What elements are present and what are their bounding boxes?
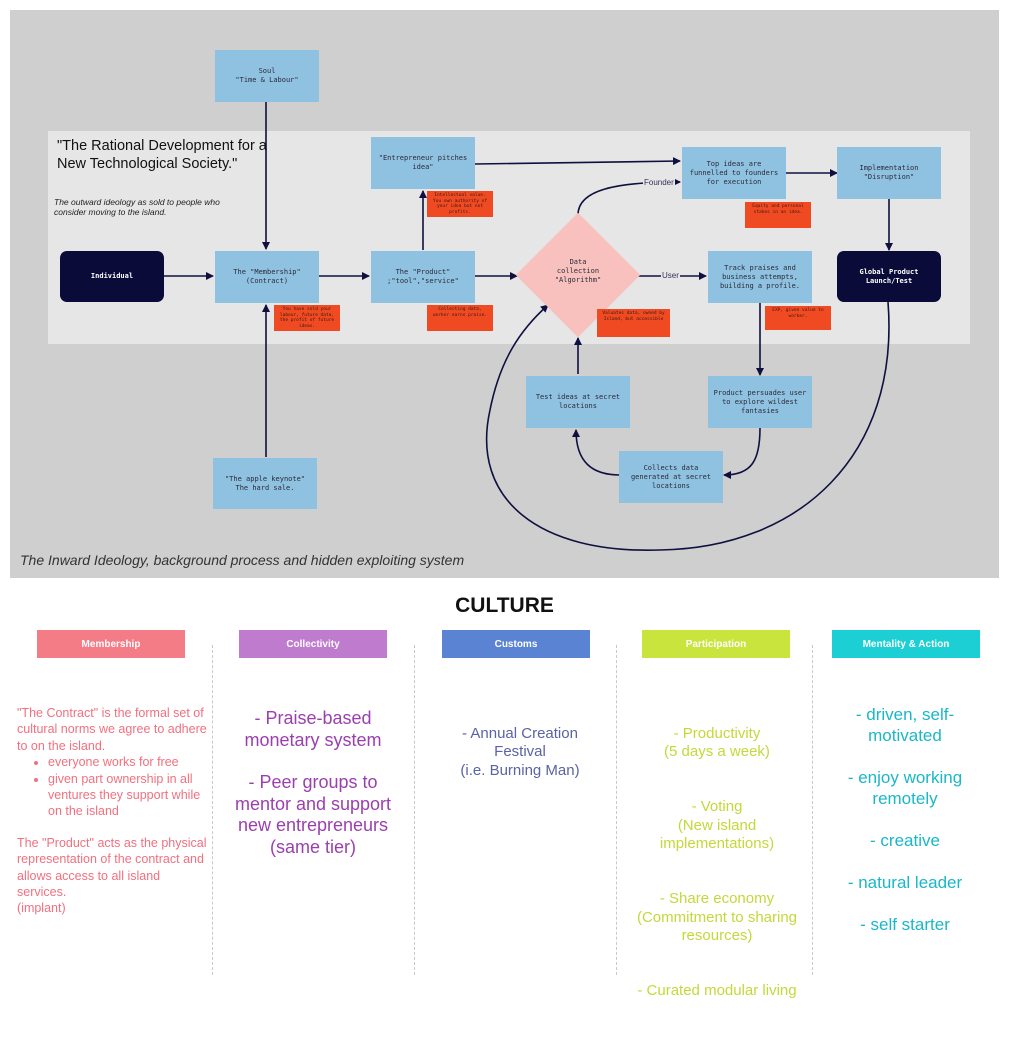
node-entrepreneur[interactable]: "Entrepreneur pitches idea" <box>371 137 475 189</box>
node-test-ideas[interactable]: Test ideas at secret locations <box>526 376 630 428</box>
mentality-item: - driven, self-motivated <box>855 705 955 745</box>
customs-column-body: - Annual Creation Festival (i.e. Burning… <box>436 706 604 820</box>
node-persuades[interactable]: Product persuades user to explore wildes… <box>708 376 812 428</box>
header-participation: Participation <box>642 630 790 658</box>
node-membership[interactable]: The "Membership" (Contract) <box>215 251 319 303</box>
header-collectivity: Collectivity <box>239 630 387 658</box>
inward-ideology-caption: The Inward Ideology, background process … <box>20 552 465 568</box>
edge-label-founder: Founder <box>643 178 675 188</box>
header-membership: Membership <box>37 630 185 658</box>
customs-item: - Annual Creation Festival (i.e. Burning… <box>460 724 580 779</box>
outward-ideology-subtitle: The outward ideology as sold to people w… <box>54 197 220 217</box>
membership-bullet: given part ownership in all ventures the… <box>48 771 209 820</box>
data-collection-label: Data collection "Algorithm" <box>554 258 602 284</box>
mentality-item: - self starter <box>860 915 950 934</box>
node-soul[interactable]: Soul "Time & Labour" <box>215 50 319 102</box>
collectivity-item: - Peer groups to mentor and support new … <box>234 772 392 857</box>
participation-item: - Share economy (Commitment to sharing r… <box>636 890 798 944</box>
participation-column-body: - Productivity (5 days a week) - Voting … <box>624 706 810 1040</box>
node-global-launch[interactable]: Global Product Launch/Test <box>837 251 941 302</box>
header-mentality: Mentality & Action <box>832 630 980 658</box>
column-divider <box>812 645 813 975</box>
edge-entrepreneur-topideas <box>474 157 681 166</box>
membership-product-text: The "Product" acts as the physical repre… <box>17 835 207 900</box>
mentality-item: - creative <box>870 831 940 850</box>
edge-persuades-collects <box>723 427 761 479</box>
mentality-item: - natural leader <box>847 873 963 892</box>
collectivity-item: - Praise-based monetary system <box>244 708 382 750</box>
node-individual[interactable]: Individual <box>60 251 164 302</box>
note-top-ideas: Equity and personal stakes in an idea. <box>745 202 811 228</box>
membership-bullets: everyone works for free given part owner… <box>17 754 209 820</box>
node-implementation[interactable]: Implementation "Disruption" <box>837 147 941 199</box>
mentality-item: - enjoy working remotely <box>847 768 963 808</box>
note-data: Valuates data, owned by Island, but acce… <box>597 309 670 337</box>
participation-item: - Productivity (5 days a week) <box>664 724 770 761</box>
note-product: Collecting data, worker earns praise. <box>427 305 493 331</box>
column-divider <box>616 645 617 975</box>
note-track: EXP, given value to worker. <box>765 306 831 330</box>
membership-column-body: "The Contract" is the formal set of cult… <box>17 705 209 917</box>
node-top-ideas[interactable]: Top ideas are funnelled to founders for … <box>682 147 786 199</box>
participation-item: - Curated modular living <box>637 982 797 999</box>
culture-title: CULTURE <box>455 594 554 617</box>
note-membership: You have sold your labour, future data, … <box>274 305 340 331</box>
edge-collects-testideas <box>572 429 621 476</box>
node-collects-data[interactable]: Collects data generated at secret locati… <box>619 451 723 503</box>
mentality-column-body: - driven, self-motivated - enjoy working… <box>830 704 980 956</box>
participation-item: - Voting (New island implementations) <box>659 798 775 852</box>
note-entrepreneur: Intellectual value. You own authority of… <box>427 191 493 217</box>
outward-ideology-title: "The Rational Development for a New Tech… <box>57 138 267 172</box>
collectivity-column-body: - Praise-based monetary system - Peer gr… <box>225 708 401 879</box>
node-apple-keynote[interactable]: "The apple keynote" The hard sale. <box>213 458 317 509</box>
membership-bullet: everyone works for free <box>48 754 209 770</box>
diagram-edges <box>163 101 893 551</box>
edge-label-user: User <box>661 271 680 281</box>
membership-contract-text: "The Contract" is the formal set of cult… <box>17 706 207 753</box>
header-customs: Customs <box>442 630 590 658</box>
node-track-praises[interactable]: Track praises and business attempts, bui… <box>708 251 812 303</box>
edge-global-loop-data <box>485 301 890 551</box>
node-product[interactable]: The "Product" ;"tool","service" <box>371 251 475 303</box>
column-divider <box>212 645 213 975</box>
column-divider <box>414 645 415 975</box>
membership-implant-text: (implant) <box>17 901 66 916</box>
